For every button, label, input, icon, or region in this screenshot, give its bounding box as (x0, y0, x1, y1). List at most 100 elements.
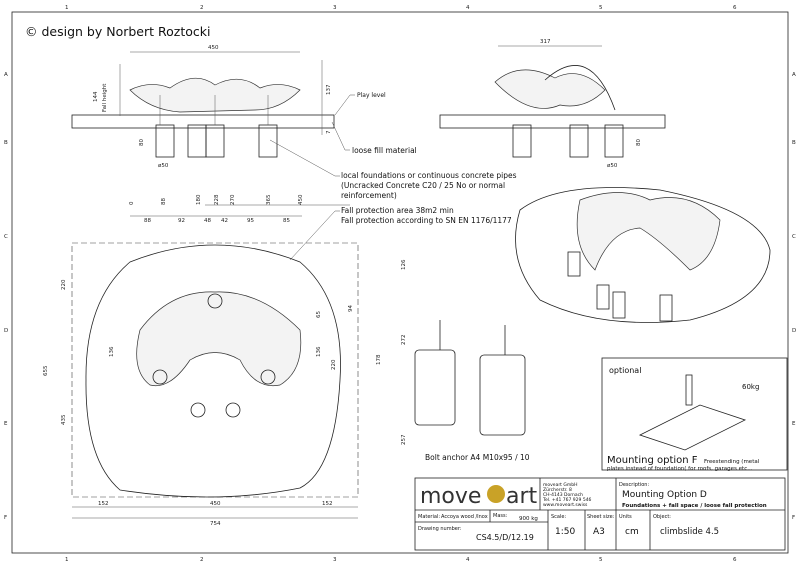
grid-row: C (4, 234, 8, 240)
grid-col: 1 (65, 557, 69, 563)
dim: 0 (129, 201, 135, 205)
drawing-number-label: Drawing number: (418, 526, 462, 532)
mounting-option-title: Mounting option F (607, 455, 698, 466)
dim: 450 (298, 194, 304, 205)
grid-row: F (792, 515, 795, 521)
title-block: move art moveart GmbH Zürcherstr. 8 CH-4… (414, 477, 786, 551)
company-line: www.moveart.swiss (543, 502, 588, 508)
grid-col: 3 (333, 5, 337, 11)
fall-height-label: Fall height (102, 83, 108, 112)
logo-text: art (506, 484, 538, 509)
grid-col: 4 (466, 557, 470, 563)
grid-row: B (4, 140, 8, 146)
scale-label: Scale: (551, 514, 566, 520)
plan-top-cumulative-dims: 0 88 180 228 270 365 450 (129, 194, 304, 205)
dim: 152 (322, 501, 333, 507)
dim: 180 (196, 194, 202, 205)
mass-label: Mass: (493, 513, 508, 519)
material-label: Material: (418, 514, 440, 520)
foundations-label: reinforcement) (341, 191, 397, 200)
fall-height-value: 144 (93, 91, 99, 102)
object-label: Object: (653, 514, 671, 520)
logo-text: move (420, 484, 481, 509)
plan-top-segment-dims: 88 92 48 42 95 85 (144, 218, 290, 224)
grid-row: B (792, 140, 796, 146)
dim: 365 (266, 194, 272, 205)
grid-col: 3 (333, 557, 337, 563)
front-elevation: 450 144 Fall height 137 7 80 ø50 (71, 45, 335, 169)
company-line: moveart GmbH (543, 482, 577, 488)
grid-col: 6 (733, 5, 737, 11)
dim: 65 (316, 311, 322, 318)
foundations-label: local foundations or continuous concrete… (341, 171, 517, 180)
mounting-option-subtitle: Freestending (metal (704, 459, 760, 465)
dim: 270 (230, 194, 236, 205)
grid-col: 6 (733, 557, 737, 563)
grid-row: F (4, 515, 7, 521)
grid-column-labels: 1 2 3 4 5 6 1 2 3 4 5 6 (65, 5, 737, 563)
dim: 754 (210, 521, 221, 527)
dim-137: 137 (326, 84, 332, 95)
dim: 435 (61, 414, 67, 425)
dim-80: 80 (139, 139, 145, 146)
grid-row-labels: A B C D E F A B C D E F (4, 72, 796, 521)
company-line: Zürcherstr. 8 (543, 487, 572, 493)
dim: 92 (178, 218, 185, 224)
play-level-label: Play level (357, 92, 386, 99)
grid-row: E (4, 421, 8, 427)
dim-80: 80 (636, 139, 642, 146)
mass-value: 900 kg (519, 516, 538, 522)
sheet-label: Sheet size: (587, 514, 615, 520)
company-line: CH-4143 Dornach (543, 492, 583, 498)
description-sub: Foundations + fall space / loose fall pr… (622, 503, 767, 509)
fall-area-label: Fall protection area 38m2 min (341, 206, 454, 215)
dim: 655 (43, 365, 49, 376)
grid-col: 4 (466, 5, 470, 11)
company-line: Tel. +41 767 929 546 (542, 497, 592, 503)
dim-width: 317 (540, 39, 551, 45)
dim: 178 (376, 354, 382, 365)
grid-row: A (792, 72, 796, 78)
description-value: Mounting Option D (622, 490, 707, 500)
copyright-text: © design by Norbert Roztocki (25, 24, 210, 39)
dim: 136 (316, 346, 322, 357)
dim: 220 (61, 279, 67, 290)
dim: 95 (247, 218, 254, 224)
optional-box: optional 60kg Mounting option F Freesten… (601, 357, 788, 472)
logo-swirl-icon (487, 485, 505, 503)
loose-fill-label: loose fill material (352, 146, 417, 155)
dim: 42 (221, 218, 228, 224)
optional-label: optional (609, 366, 641, 375)
isometric-view (515, 187, 771, 323)
material-value: Accoya wood /Inox (441, 514, 488, 520)
bolt-anchor-detail: Bolt anchor A4 M10x95 / 10 (414, 320, 530, 462)
grid-col: 2 (200, 557, 204, 563)
grid-col: 1 (65, 5, 69, 11)
units-value: cm (625, 527, 639, 537)
dim: 88 (144, 218, 151, 224)
dim: 126 (401, 259, 407, 270)
plan-view: 0 88 180 228 270 365 450 88 92 48 42 95 … (43, 194, 407, 527)
scale-value: 1:50 (555, 527, 575, 537)
dim-width: 450 (208, 45, 219, 51)
grid-col: 5 (599, 557, 603, 563)
sheet-value: A3 (593, 527, 605, 537)
grid-row: D (792, 328, 796, 334)
dim-diameter: ø50 (158, 163, 169, 169)
dim: 85 (283, 218, 290, 224)
grid-col: 5 (599, 5, 603, 11)
dim-diameter: ø50 (607, 163, 618, 169)
grid-row: E (792, 421, 796, 427)
dim: 88 (161, 198, 167, 205)
annotations: Play level loose fill material local fou… (269, 92, 517, 261)
dim: 228 (214, 194, 220, 205)
grid-col: 2 (200, 5, 204, 11)
mounting-option-desc: plates instead of foundation( for roofs,… (607, 466, 753, 472)
weight-label: 60kg (742, 383, 759, 391)
drawing-number-value: CS4.5/D/12.19 (476, 533, 534, 542)
dim: 152 (98, 501, 109, 507)
dim: 220 (331, 359, 337, 370)
description-label: Description: (619, 482, 649, 488)
dim: 272 (401, 335, 407, 346)
